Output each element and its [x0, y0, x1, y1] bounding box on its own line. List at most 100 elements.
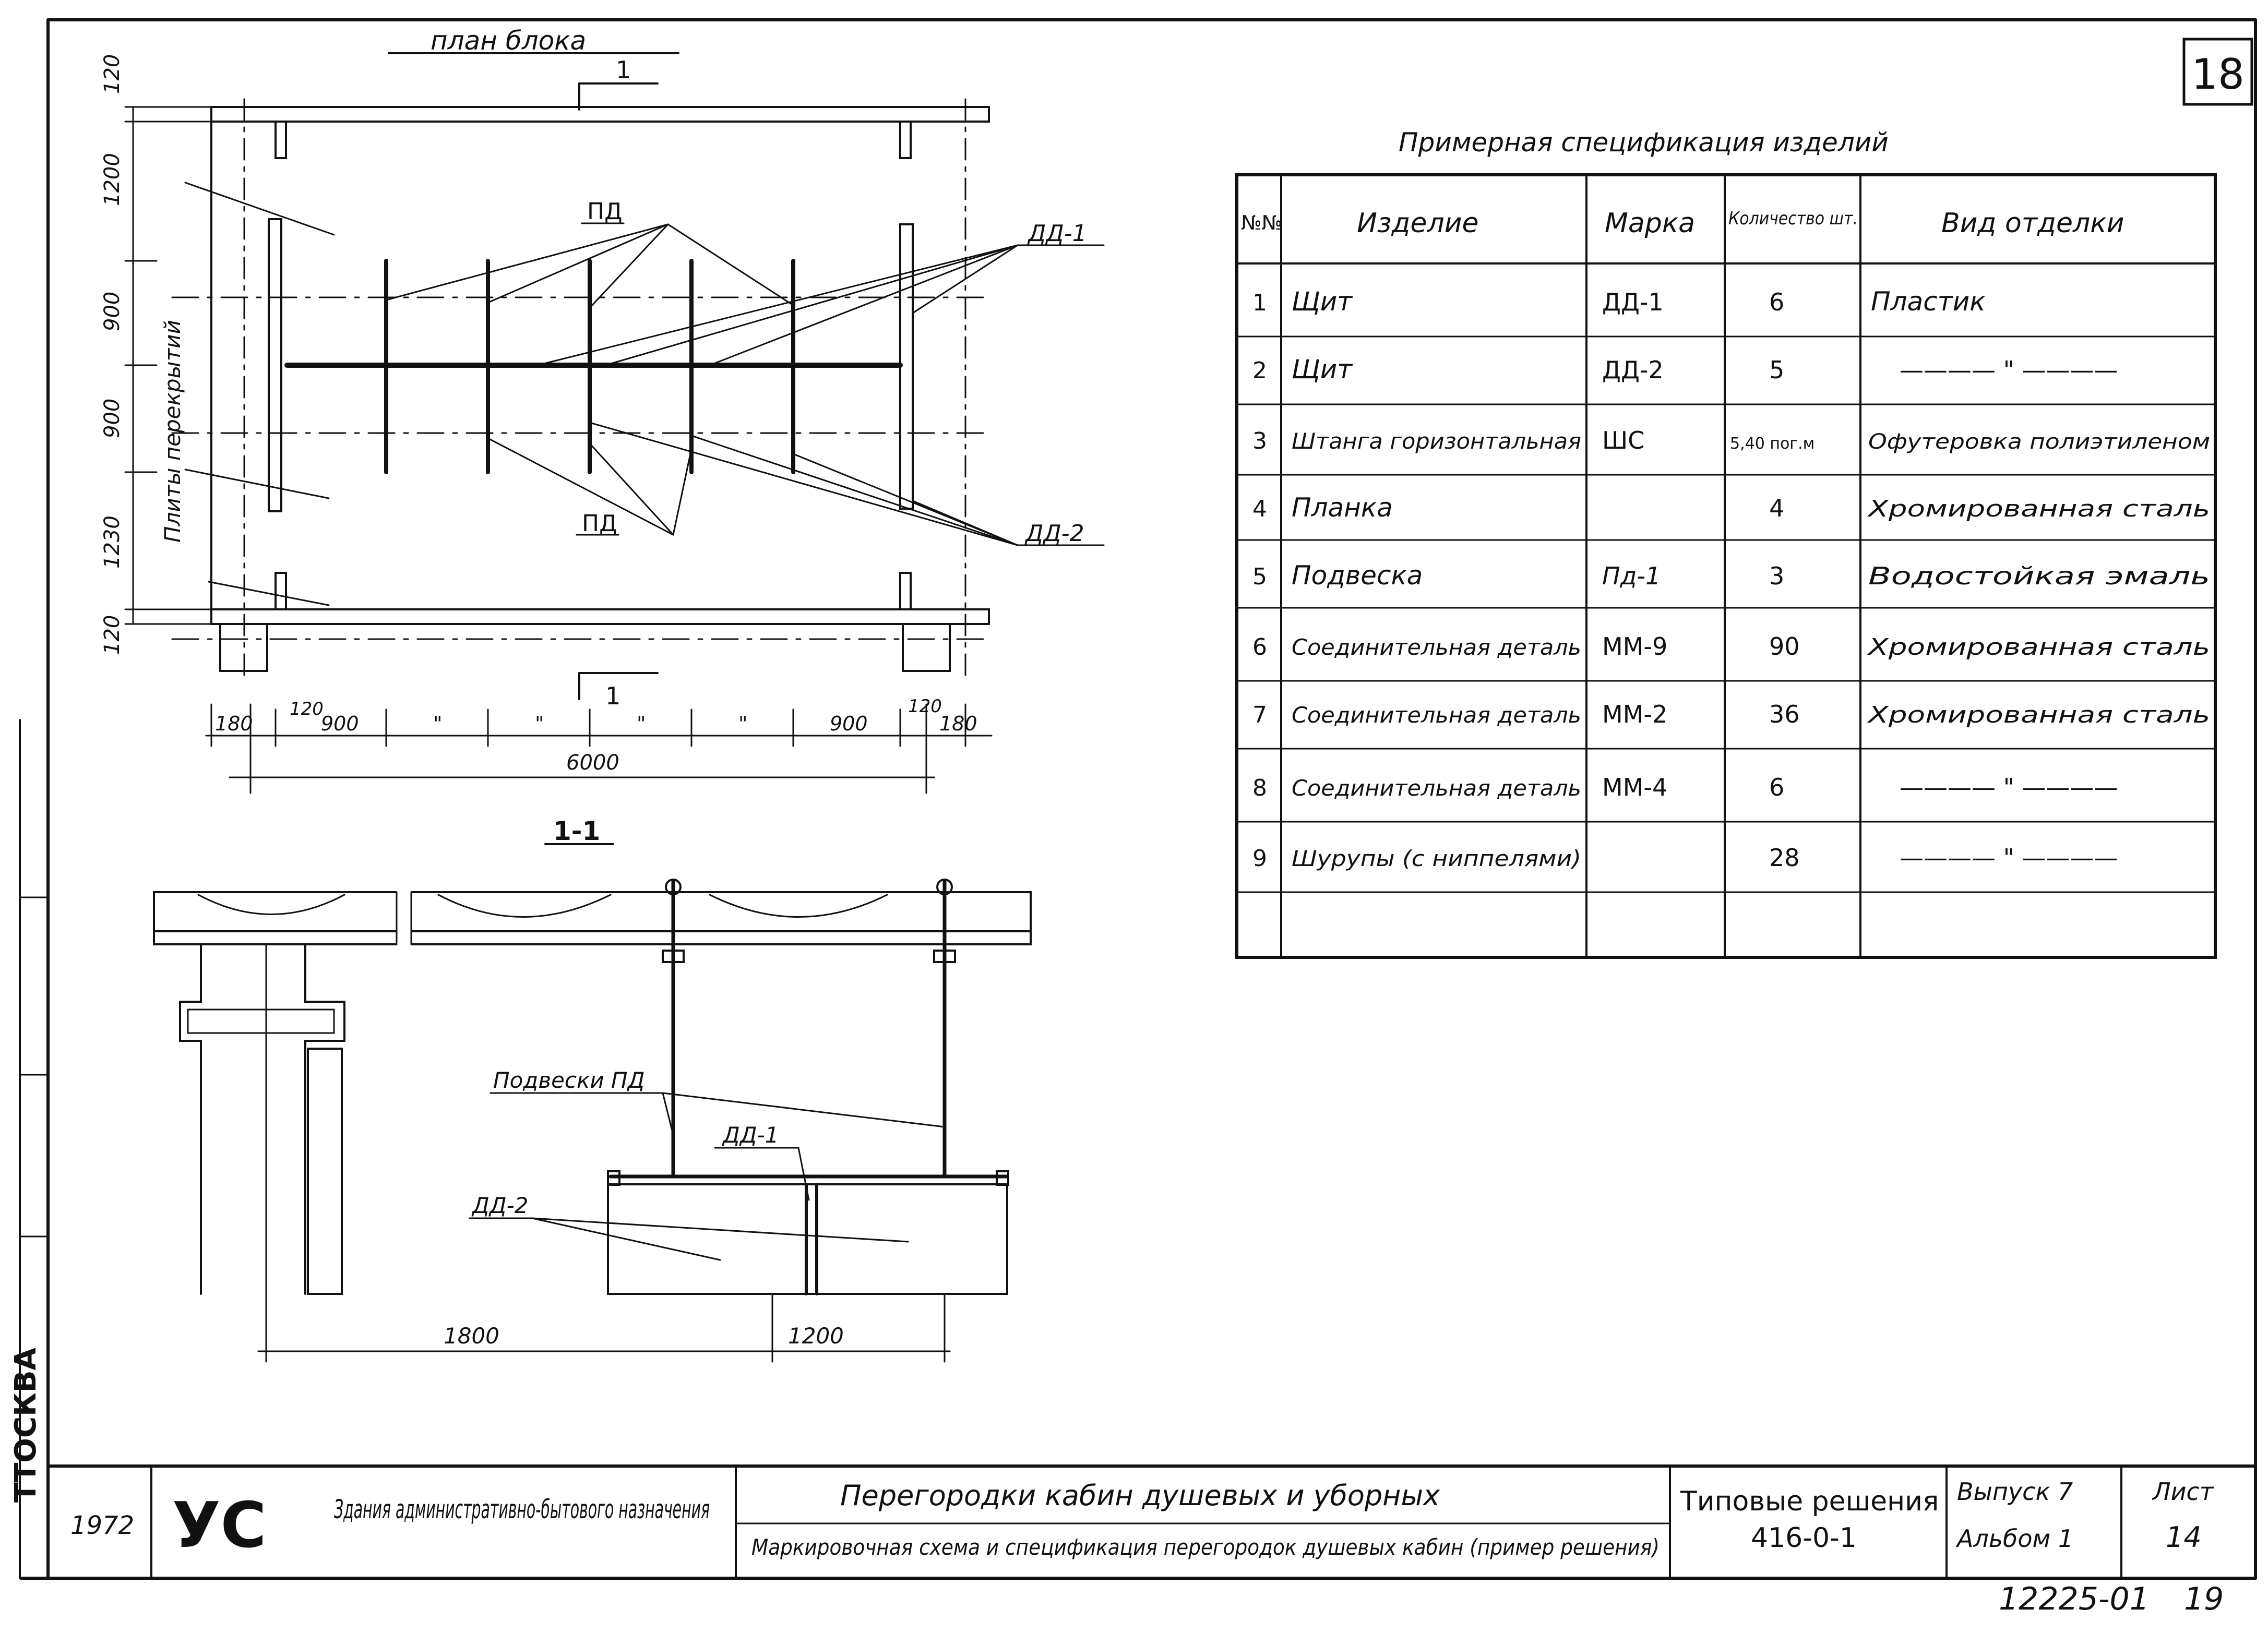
spec-header-mark: Марка — [1605, 208, 1695, 239]
dim-bottom-10: 180 — [939, 712, 977, 735]
spec-cell: 7 — [1252, 702, 1267, 728]
spec-cell: Шурупы (с ниппелями) — [1292, 846, 1581, 871]
spec-cell: ———— " ———— — [1900, 844, 2118, 872]
spec-cell: Пластик — [1871, 286, 1986, 317]
spec-cell: ———— " ———— — [1900, 773, 2118, 801]
dim-section-2: 1200 — [788, 1323, 844, 1349]
spec-cell: 36 — [1769, 700, 1800, 728]
spec-row: 8 Соединительная деталь ММ-4 6 ———— " ——… — [1252, 773, 2118, 801]
spec-cell: Офутеровка полиэтиленом — [1868, 430, 2210, 454]
spec-cell: 5 — [1252, 563, 1267, 590]
spec-cell: ДД-1 — [1602, 288, 1664, 316]
spec-header-no: №№ — [1241, 211, 1282, 234]
spec-cell: Щит — [1292, 286, 1353, 317]
sheet-number: 18 — [2191, 50, 2245, 99]
spec-row: 7 Соединительная деталь ММ-2 36 Хромиров… — [1252, 700, 2210, 728]
label-dd2-plan: ДД-2 — [1024, 520, 1084, 547]
spec-cell: ШС — [1602, 426, 1644, 454]
bottom-page: 19 — [2184, 1581, 2224, 1617]
spec-cell: 5 — [1769, 356, 1784, 384]
spec-cell: 5,40 пог.м — [1730, 435, 1815, 453]
spec-cell: ———— " ———— — [1900, 356, 2118, 384]
spec-cell: 6 — [1252, 634, 1267, 661]
spec-cell: 90 — [1769, 632, 1800, 661]
spec-row: 4 Планка 4 Хромированная сталь — [1252, 493, 2210, 523]
spec-row: 2 Щит ДД-2 5 ———— " ———— — [1252, 354, 2118, 385]
dim-bottom-6: " — [637, 712, 646, 735]
spec-cell: ММ-9 — [1602, 632, 1667, 661]
spec-cell: 4 — [1769, 494, 1784, 522]
spec-cell: 1 — [1252, 290, 1267, 316]
label-dd2-section: ДД-2 — [471, 1193, 529, 1218]
spec-cell: ММ-2 — [1602, 700, 1667, 728]
dim-total: 6000 — [566, 751, 619, 775]
tb-logo: УС — [172, 1490, 267, 1562]
spec-cell: 8 — [1252, 775, 1267, 801]
tb-sheet-label: Лист — [2152, 1478, 2214, 1506]
spec-cell: Хромированная сталь — [1867, 634, 2210, 661]
spec-cell: Щит — [1292, 354, 1353, 385]
spec-row: 9 Шурупы (с ниппелями) 28 ———— " ———— — [1252, 844, 2118, 872]
spec-cell: 3 — [1769, 562, 1784, 590]
tb-subtitle: Маркировочная схема и спецификация перег… — [751, 1534, 1660, 1560]
spec-cell: 6 — [1769, 773, 1784, 801]
spec-cell: Штанга горизонтальная — [1292, 428, 1581, 454]
spec-cell: Соединительная деталь — [1292, 702, 1581, 728]
spec-cell: ММ-4 — [1602, 773, 1667, 801]
dim-left-5: 1230 — [100, 515, 124, 569]
sheet-frame — [19, 18, 2257, 1580]
dim-bottom-9: 120 — [908, 696, 942, 717]
spec-row: 5 Подвеска Пд-1 3 Водостойкая эмаль — [1252, 560, 2210, 591]
plan-view: план блока 1 — [100, 26, 1105, 794]
dim-section-1: 1800 — [444, 1323, 499, 1349]
dim-bottom-8: 900 — [830, 712, 868, 735]
section-title: 1-1 — [553, 816, 600, 846]
spec-row: 6 Соединительная деталь ММ-9 90 Хромиров… — [1252, 632, 2210, 661]
label-slabs: Плиты перекрытий — [160, 320, 185, 543]
spec-cell: 4 — [1252, 496, 1267, 522]
bottom-code: 12225-01 — [1999, 1581, 2150, 1617]
dim-left-1: 120 — [100, 54, 124, 94]
section-mark-top: 1 — [616, 56, 631, 84]
wall-top — [210, 106, 990, 123]
spec-cell: 3 — [1252, 428, 1267, 454]
dim-bottom-2: 120 — [290, 699, 324, 719]
dim-bottom-4: " — [433, 712, 442, 735]
wall-bottom — [210, 608, 990, 625]
spec-cell: Соединительная деталь — [1292, 775, 1581, 801]
title-block: 1972 УС Здания административно-бытового … — [46, 1464, 2257, 1579]
spec-row: 1 Щит ДД-1 6 Пластик — [1252, 286, 1986, 317]
dim-bottom-1: 180 — [215, 712, 253, 735]
section-mark-bottom: 1 — [605, 682, 620, 710]
sheet-number-box: 18 — [2182, 38, 2253, 106]
spec-title: Примерная спецификация изделий — [1399, 127, 1889, 158]
tb-series: 416-0-1 — [1751, 1522, 1857, 1554]
dim-left-3: 900 — [100, 292, 124, 331]
dim-bottom-3: 900 — [321, 712, 359, 735]
dim-left-6: 120 — [100, 615, 124, 655]
tb-title: Перегородки кабин душевых и уборных — [840, 1479, 1440, 1512]
dim-left-2: 1200 — [100, 153, 124, 206]
tb-sheet-no: 14 — [2166, 1521, 2202, 1554]
spec-header-qty: Количество шт. — [1728, 208, 1858, 229]
spec-header-finish: Вид отделки — [1941, 208, 2124, 239]
tb-series-label: Типовые решения — [1680, 1486, 1939, 1517]
tb-album: Альбом 1 — [1955, 1524, 2073, 1553]
spec-cell: Пд-1 — [1602, 562, 1661, 590]
spec-cell: 2 — [1252, 357, 1267, 384]
spec-cell: 9 — [1252, 845, 1267, 872]
dim-left-4: 900 — [100, 399, 124, 438]
spec-cell: Хромированная сталь — [1867, 702, 2210, 728]
spec-cell: ДД-2 — [1602, 356, 1664, 384]
spec-table: Примерная спецификация изделий №№ Издели… — [1235, 127, 2217, 959]
spec-cell: Планка — [1292, 493, 1393, 523]
tb-year: 1972 — [70, 1511, 134, 1540]
spec-cell: Хромированная сталь — [1867, 496, 2210, 522]
spec-cell: 6 — [1769, 288, 1784, 316]
floor-slab — [153, 891, 1032, 945]
label-pd-top: ПД — [587, 198, 622, 225]
dim-bottom-5: " — [535, 712, 544, 735]
spec-header-item: Изделие — [1357, 208, 1479, 239]
label-podvesky: Подвески ПД — [493, 1067, 644, 1093]
